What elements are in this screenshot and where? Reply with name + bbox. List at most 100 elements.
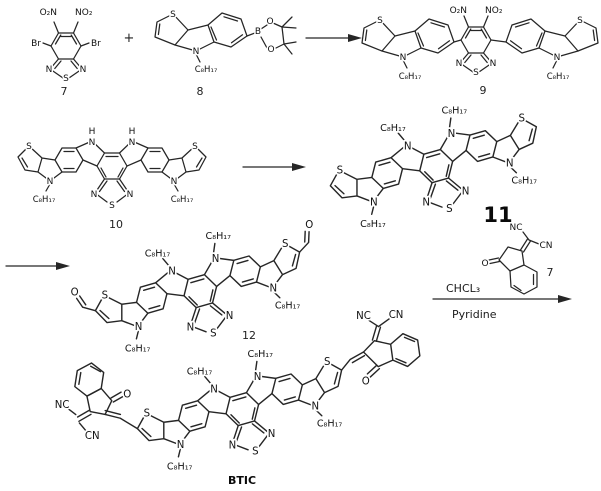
nitrogen-label: N [226,311,234,322]
compound-10-structure: S S N N C₈H₁₇ C₈H₁₇ H N H N N N S 10 [17,126,207,231]
oxygen-label: O [362,376,370,387]
nitrogen-label: N [212,254,220,265]
oxygen-label: O [71,287,79,298]
octyl-chain-label: C₈H₁₇ [167,461,193,472]
nitrogen-label: N [91,190,98,200]
octyl-chain-label: C₈H₁₇ [380,123,406,134]
ic-endgroup-right [340,318,421,378]
octyl-chain-label: C₈H₁₇ [511,176,537,187]
nh-hydrogen-label: H [129,127,136,137]
central-alkyl-stubs [397,117,452,143]
compound-7-number: 7 [61,85,68,98]
central-alkyl-stubs [204,360,258,386]
octyl-chain-label: C₈H₁₇ [360,219,386,230]
sulfur-label: S [519,112,526,124]
nitro-group-label: O₂N [450,6,467,16]
octyl-chain-label: C₈H₁₇ [145,248,171,259]
sulfur-label: S [282,239,288,250]
nitrogen-label: N [462,185,470,197]
nitrogen-label: N [254,372,262,383]
nitrogen-label: N [193,47,200,57]
ic-reagent-bonds [488,231,540,295]
oxygen-label: O [481,259,488,269]
nh-hydrogen-label: H [89,127,96,137]
nitrogen-label: N [177,440,185,451]
compound-7-bonds [42,21,90,79]
aldehyde-group [75,295,97,312]
nitrile-label: CN [389,310,404,321]
nitrile-label: NC [55,400,70,411]
nitrogen-label: N [456,59,463,69]
nitrile-label: NC [356,311,371,322]
oxygen-label: O [266,17,273,27]
aldehyde-group [298,230,310,253]
octyl-chain-label: C₈H₁₇ [33,195,56,205]
octyl-chain-label: C₈H₁₇ [125,343,151,354]
octyl-chain-label: C₈H₁₇ [171,195,194,205]
compound-10-number: 10 [109,218,123,231]
octyl-chain-label: C₈H₁₇ [187,366,213,377]
compound-9-number: 9 [480,84,487,97]
compound-9-structure: O₂N NO₂ N N S S N C₈H₁₇ S N C₈H₁₇ 9 [361,5,599,97]
compound-12-number: 12 [242,329,256,342]
octyl-chain-label: C₈H₁₇ [206,231,232,242]
octyl-chain-label: C₈H₁₇ [399,72,422,82]
sulfur-label: S [252,447,258,458]
nitrogen-label: N [400,53,407,63]
compound-7-structure: O₂N NO₂ Br Br N N S 7 [30,7,103,99]
nitrile-label: CN [539,241,552,251]
compound-8-number: 8 [197,85,204,98]
nitro-group-label: O₂N [40,8,57,18]
sulfur-label: S [26,142,32,152]
nitrile-label: CN [85,431,100,442]
octyl-chain-label: C₈H₁₇ [547,72,570,82]
nitrogen-label: N [210,385,218,396]
bromine-label: Br [91,39,101,49]
nitrogen-label: N [269,283,277,294]
nitrogen-label: N [171,177,178,187]
nitrile-label: NC [509,223,522,233]
nitrogen-label: N [129,138,136,148]
nitrogen-label: N [554,53,561,63]
nitrogen-label: N [46,65,53,75]
sulfur-label: S [577,16,583,26]
nitrogen-label: N [490,59,497,69]
ic-endgroup-left [66,362,139,433]
octyl-chain-label: C₈H₁₇ [248,349,274,360]
nitrogen-label: N [168,267,176,278]
compound-8-structure: S N C₈H₁₇ B O O 8 [154,9,297,98]
sulfur-label: S [324,357,330,368]
octyl-chain-label: C₈H₁₇ [317,418,343,429]
boron-label: B [255,27,261,37]
nitro-group-label: NO₂ [75,8,93,18]
central-alkyl-stubs [162,242,216,268]
sulfur-label: S [144,409,150,420]
nitrogen-label: N [448,128,456,140]
btic-product-name: BTIC [228,474,256,487]
nitrogen-label: N [47,177,54,187]
nitrogen-label: N [187,322,195,333]
compound-8-boronate-bonds [246,16,297,55]
nitrogen-label: N [370,196,378,208]
sulfur-label: S [63,74,69,84]
compound-11-number: 11 [483,203,512,227]
nitrogen-label: N [80,65,87,75]
sulfur-label: S [473,68,479,78]
nitrogen-label: N [422,197,430,209]
nitrogen-label: N [135,322,143,333]
nitro-group-label: NO₂ [485,6,503,16]
nitrogen-label: N [506,157,514,169]
sulfur-label: S [102,291,108,302]
oxygen-label: O [305,220,313,231]
oxygen-label: O [123,389,131,400]
sulfur-label: S [192,142,198,152]
sulfur-label: S [446,203,453,215]
nitrogen-label: N [229,440,237,451]
ic-reagent-number: 7 [547,266,554,279]
sulfur-label: S [109,201,115,211]
oxygen-label: O [267,45,274,55]
compound-12-structure: O O S S N N C₈H₁₇ C₈H₁₇ N N C₈H₁₇ C₈H₁₇ … [69,218,315,361]
ic-reagent-structure: O NC CN 7 [480,222,554,295]
